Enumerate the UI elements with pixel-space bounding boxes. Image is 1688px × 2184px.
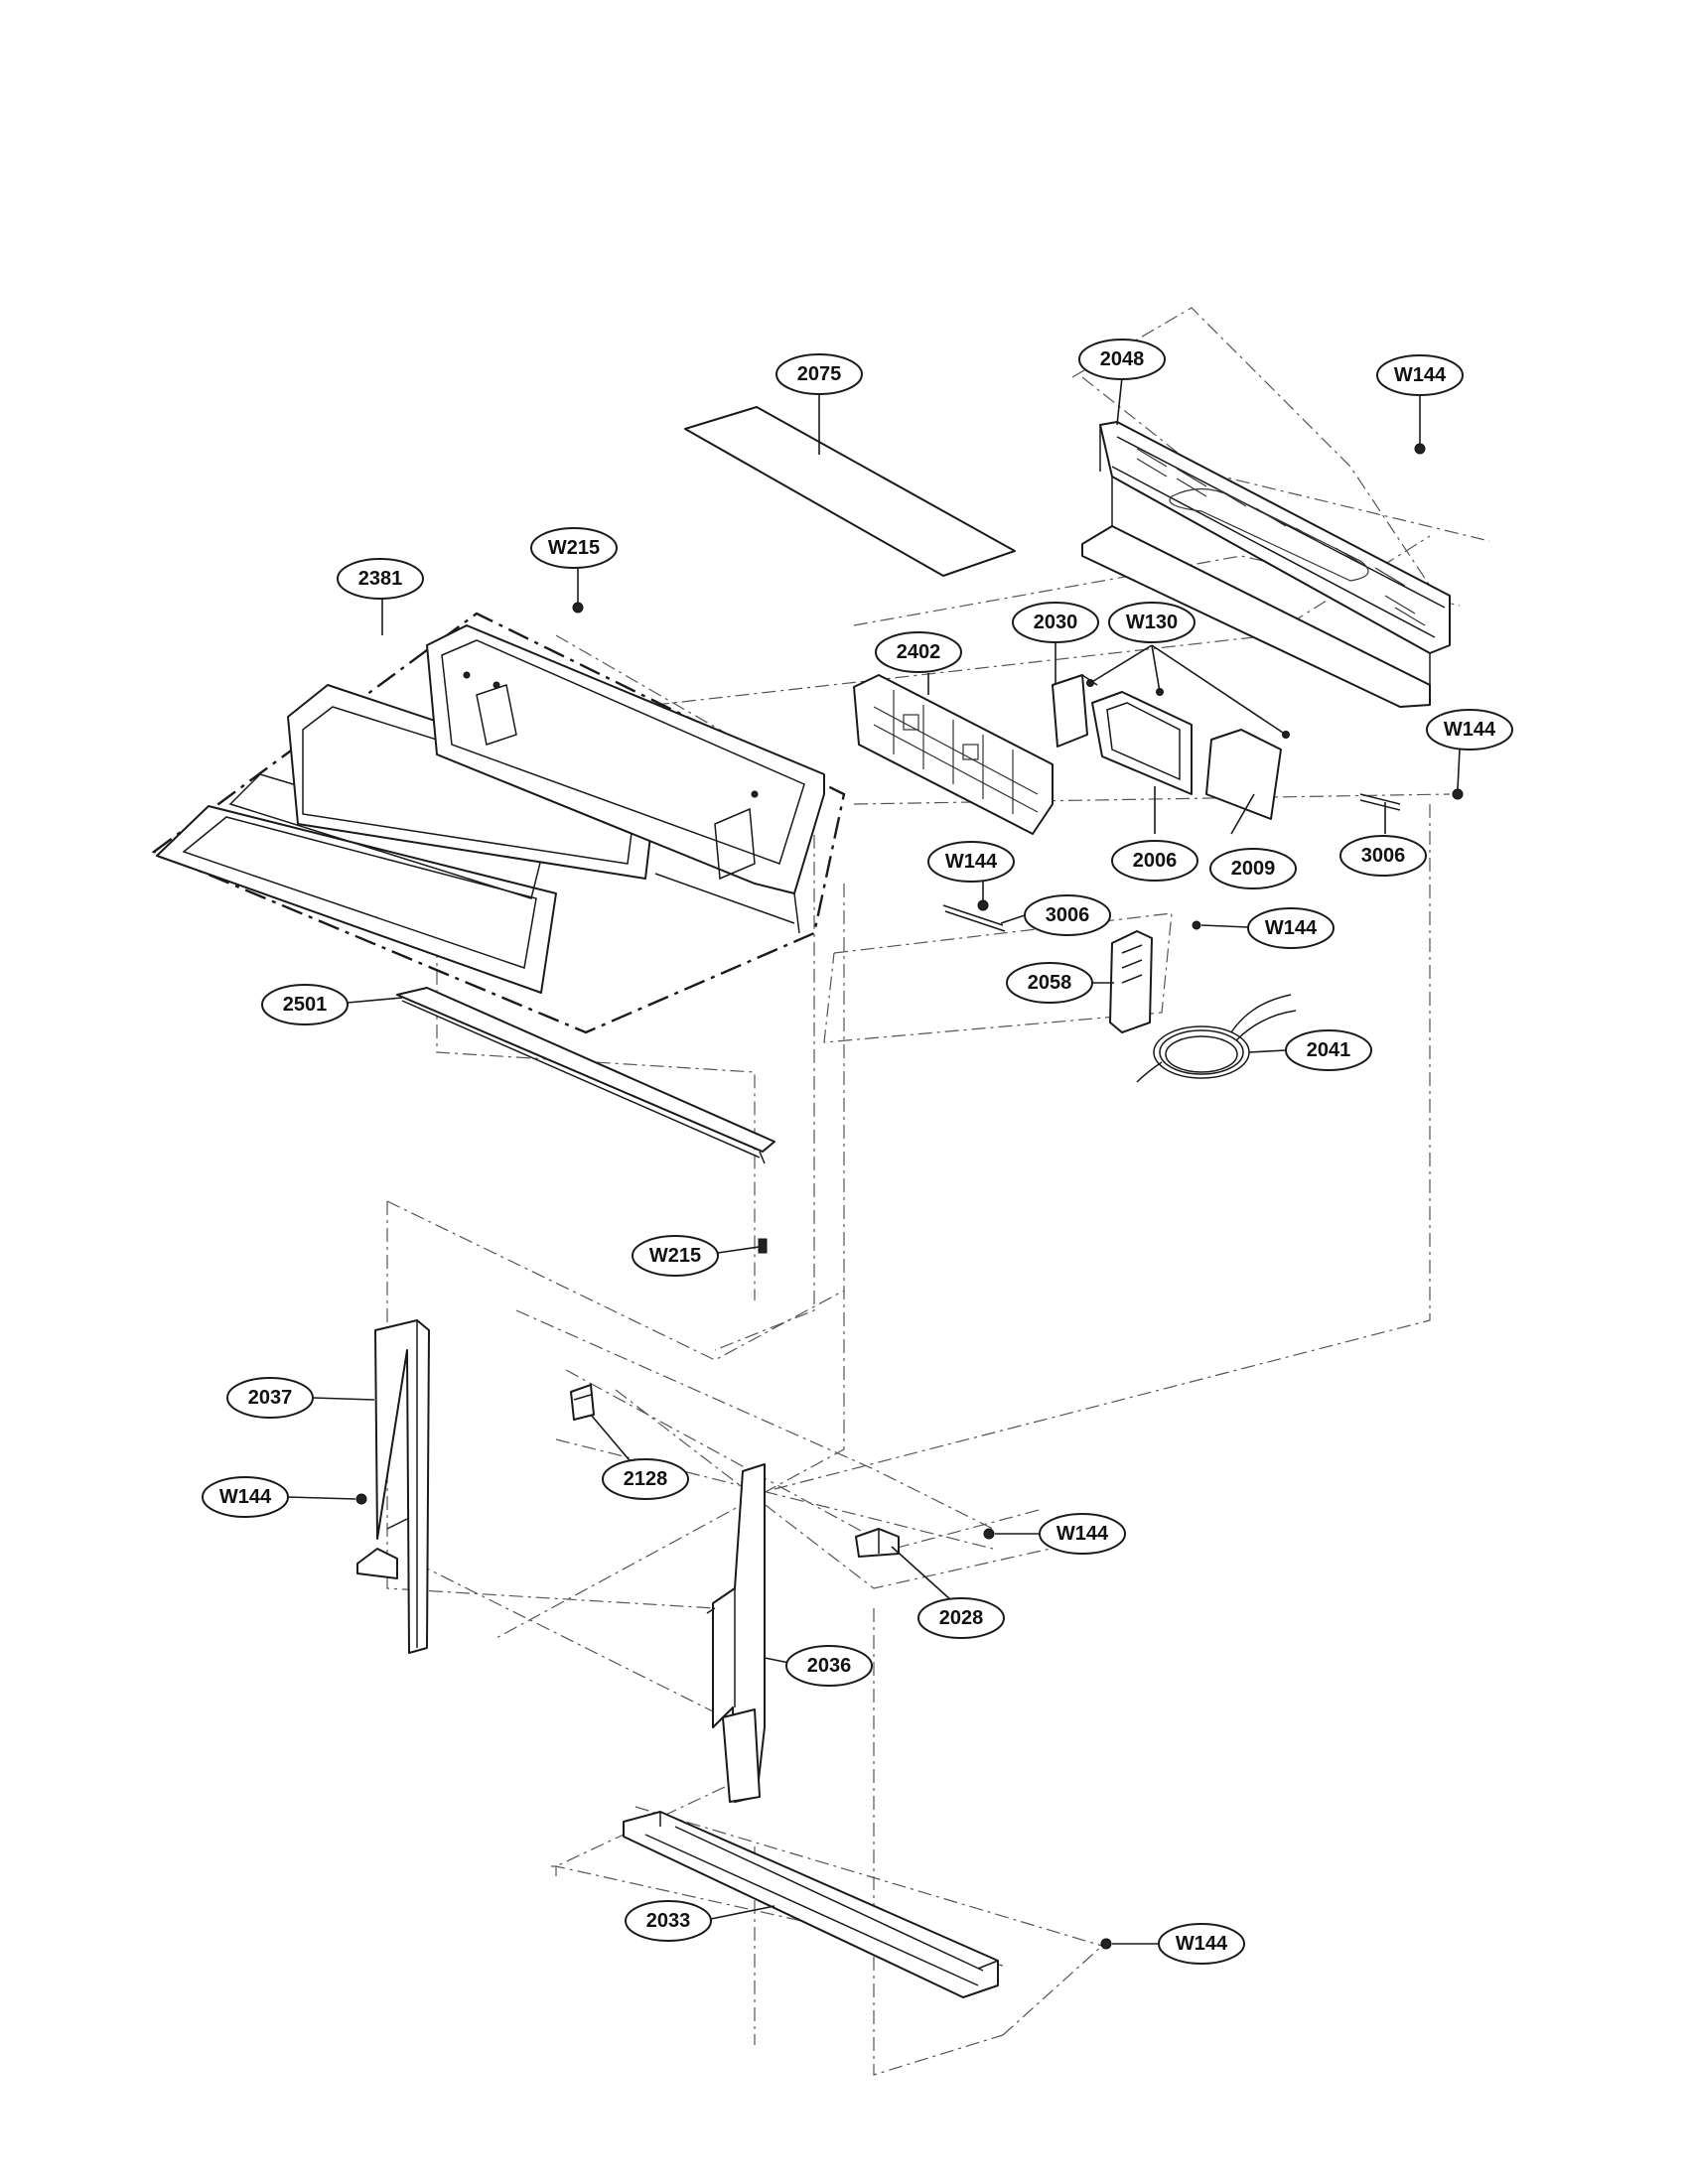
part-2037-side-bracket xyxy=(356,1319,430,1654)
svg-text:2058: 2058 xyxy=(1028,972,1072,994)
part-2501-trim xyxy=(396,987,775,1164)
part-2402-bracket xyxy=(853,674,1054,835)
callout-w144: W144 xyxy=(1426,709,1513,751)
part-2381-control-panel-assembly xyxy=(151,612,846,1034)
svg-text:W144: W144 xyxy=(1056,1523,1109,1545)
callout-2075: 2075 xyxy=(775,353,863,395)
callout-2402: 2402 xyxy=(875,631,962,673)
screws xyxy=(355,443,1464,1950)
part-2036-center-bracket xyxy=(706,1463,766,1803)
callout-w144: W144 xyxy=(1039,1513,1126,1555)
svg-text:W144: W144 xyxy=(1444,719,1496,741)
callout-w144: W144 xyxy=(927,841,1015,883)
part-2033-bottom-rail xyxy=(623,1811,999,1998)
svg-text:2041: 2041 xyxy=(1307,1039,1351,1061)
callout-2048: 2048 xyxy=(1078,339,1166,380)
svg-text:W144: W144 xyxy=(1394,364,1447,386)
svg-text:2048: 2048 xyxy=(1100,348,1145,370)
svg-text:2033: 2033 xyxy=(646,1910,691,1932)
callout-w144: W144 xyxy=(202,1476,289,1518)
callout-3006: 3006 xyxy=(1024,894,1111,936)
svg-text:2006: 2006 xyxy=(1133,850,1178,872)
svg-text:3006: 3006 xyxy=(1361,845,1406,867)
svg-text:2009: 2009 xyxy=(1231,858,1276,880)
svg-text:W215: W215 xyxy=(649,1245,701,1267)
part-2041-wire-harness xyxy=(1136,994,1297,1083)
callout-2501: 2501 xyxy=(261,984,349,1025)
svg-text:3006: 3006 xyxy=(1046,904,1090,926)
svg-text:2501: 2501 xyxy=(283,994,328,1016)
callout-2009: 2009 xyxy=(1209,848,1297,889)
svg-text:2028: 2028 xyxy=(939,1607,984,1629)
callout-2041: 2041 xyxy=(1285,1029,1372,1071)
screw-w144-rail xyxy=(1100,1938,1112,1950)
svg-text:2037: 2037 xyxy=(248,1387,293,1409)
svg-text:2128: 2128 xyxy=(624,1468,668,1490)
callout-2128: 2128 xyxy=(602,1458,689,1500)
callout-2033: 2033 xyxy=(625,1900,712,1942)
part-2009-board xyxy=(1205,729,1282,820)
screw-w144-terminal xyxy=(1192,920,1201,930)
svg-text:2381: 2381 xyxy=(358,568,403,590)
screw-w144-left xyxy=(355,1493,367,1505)
svg-text:W144: W144 xyxy=(219,1486,272,1508)
callout-2037: 2037 xyxy=(226,1377,314,1419)
part-2006-board xyxy=(1091,691,1193,795)
svg-text:W144: W144 xyxy=(1265,917,1318,939)
callout-2030: 2030 xyxy=(1012,602,1099,643)
callout-2028: 2028 xyxy=(917,1597,1005,1639)
part-2058-terminal xyxy=(1109,930,1153,1033)
part-2128-clip xyxy=(570,1384,595,1421)
screw-w144-top xyxy=(1414,443,1426,455)
callout-w144: W144 xyxy=(1247,907,1335,949)
svg-text:2036: 2036 xyxy=(807,1655,852,1677)
part-3006-rod-a xyxy=(942,904,1006,932)
part-2028-clip xyxy=(855,1528,900,1558)
svg-text:2402: 2402 xyxy=(897,641,941,663)
svg-text:2030: 2030 xyxy=(1034,612,1078,633)
callout-w144: W144 xyxy=(1158,1923,1245,1965)
svg-text:W215: W215 xyxy=(548,537,600,559)
svg-text:2075: 2075 xyxy=(797,363,842,385)
callout-2381: 2381 xyxy=(337,558,424,600)
callout-w215: W215 xyxy=(632,1235,719,1277)
callout-2058: 2058 xyxy=(1006,962,1093,1004)
svg-text:W130: W130 xyxy=(1126,612,1178,633)
callout-w130: W130 xyxy=(1108,602,1196,643)
callout-2006: 2006 xyxy=(1111,840,1198,882)
screw-w215-top xyxy=(572,602,584,614)
svg-text:W144: W144 xyxy=(1176,1933,1228,1955)
screw-w144-right xyxy=(1452,788,1464,800)
callout-3006: 3006 xyxy=(1339,835,1427,877)
screw-w215-bottom xyxy=(758,1238,768,1254)
part-2030-board xyxy=(1052,674,1098,748)
callout-2036: 2036 xyxy=(785,1645,873,1687)
leader-lines xyxy=(287,376,1461,1945)
callout-w215: W215 xyxy=(530,527,618,569)
screw-w144-clip xyxy=(983,1528,995,1540)
svg-text:W144: W144 xyxy=(945,851,998,873)
screw-w144-mid xyxy=(977,899,989,911)
part-2075-sheet xyxy=(684,406,1016,577)
part-3006-rod-b xyxy=(1359,793,1401,811)
part-2048-rear-panel xyxy=(1081,421,1451,708)
callout-w144: W144 xyxy=(1376,354,1464,396)
